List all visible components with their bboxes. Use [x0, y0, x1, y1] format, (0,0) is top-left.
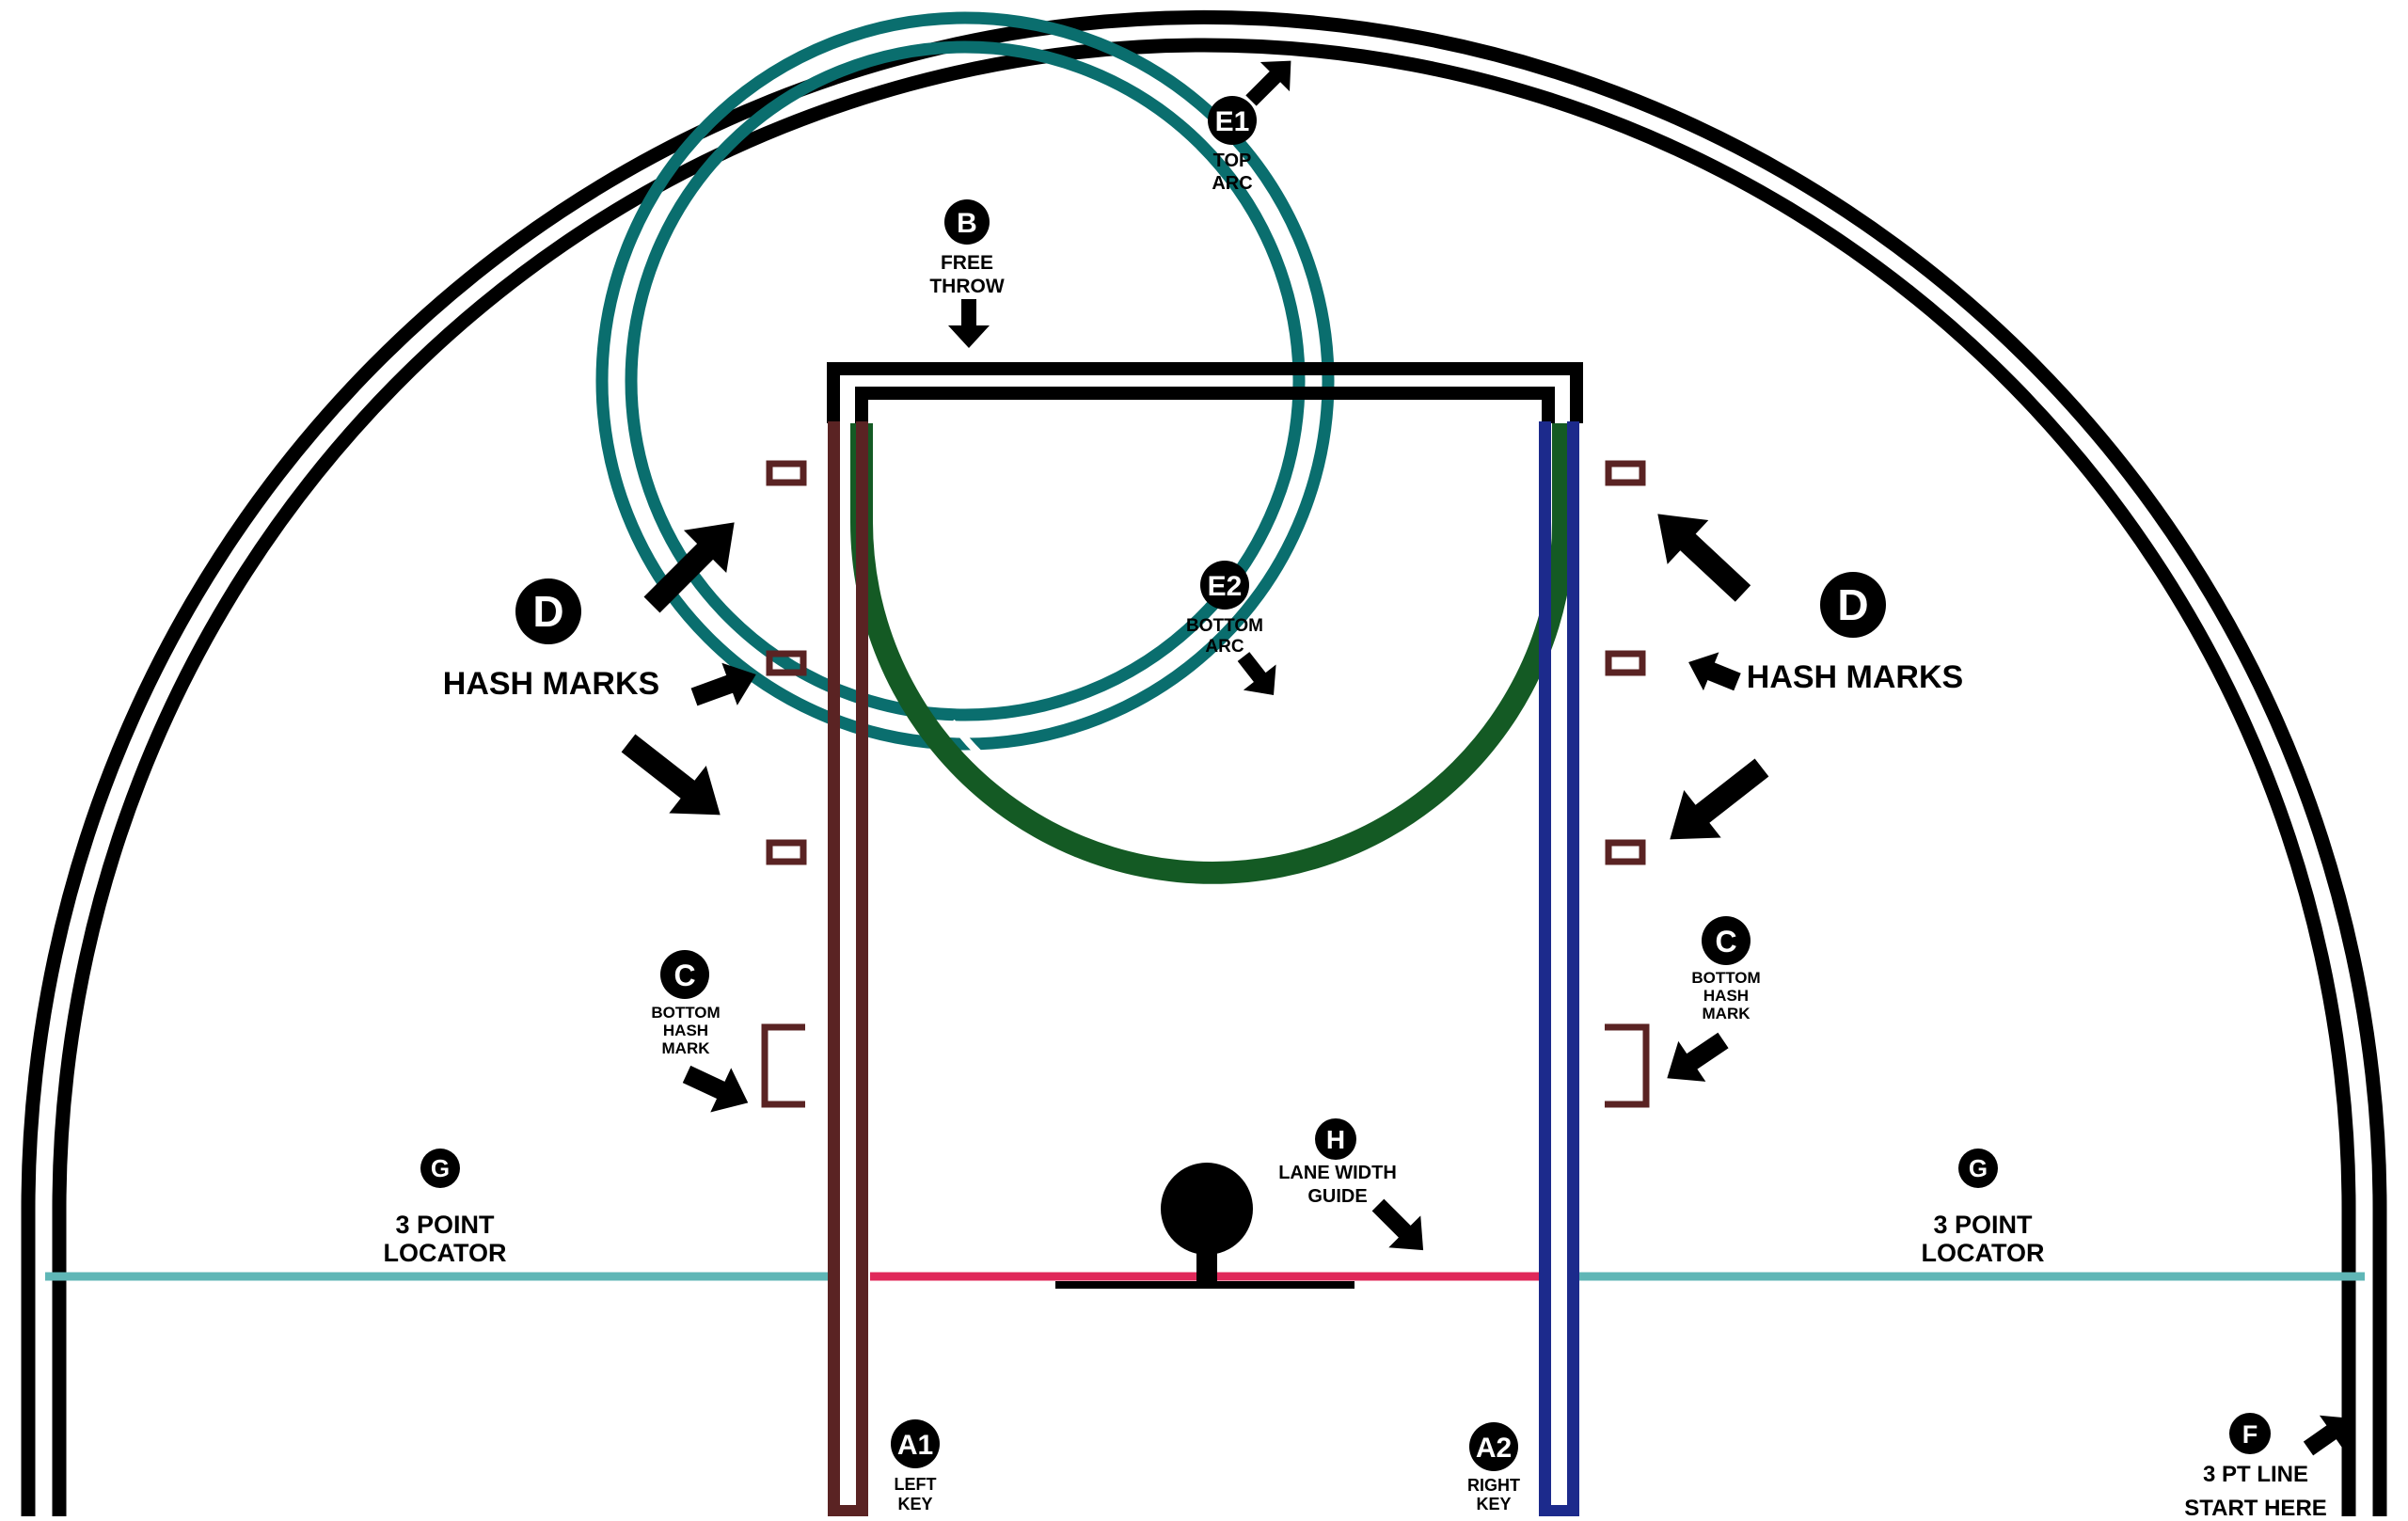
svg-text:F: F: [2242, 1420, 2258, 1449]
right-key: [1539, 421, 1579, 1516]
badge-g-right: [1958, 1149, 1998, 1188]
hash-mark-left-1: [766, 460, 807, 486]
svg-text:FREE: FREE: [941, 252, 993, 274]
bottom-hash-mark-right: [1605, 1023, 1650, 1108]
pointer-arrows: [621, 60, 2352, 1456]
label-b-free-throw: B FREE THROW: [929, 199, 1005, 297]
label-d-hash-marks-left: D HASH MARKS: [443, 578, 659, 702]
svg-text:HASH MARKS: HASH MARKS: [1747, 659, 1963, 695]
svg-text:HASH MARKS: HASH MARKS: [443, 666, 659, 702]
badge-d-right: [1820, 572, 1886, 638]
svg-text:C: C: [1715, 925, 1736, 959]
svg-text:LANE WIDTH: LANE WIDTH: [1278, 1163, 1397, 1183]
svg-text:A2: A2: [1476, 1433, 1512, 1464]
basket-and-backboard: [1055, 1163, 1354, 1289]
svg-text:G: G: [1969, 1154, 1988, 1182]
arrow-bottom-hash-left: [682, 1065, 749, 1113]
svg-text:HASH: HASH: [663, 1022, 708, 1039]
svg-text:THROW: THROW: [929, 276, 1004, 297]
arrow-hash-left-3: [621, 734, 721, 816]
label-e1-top-arc: E1 TOP ARC: [1208, 96, 1257, 194]
arrow-bottom-hash-right: [1667, 1032, 1729, 1082]
badge-b: [944, 199, 990, 245]
hash-mark-right-1: [1605, 460, 1646, 486]
badge-f: [2229, 1413, 2271, 1454]
svg-text:D: D: [1837, 580, 1868, 629]
arrow-hash-left-1: [643, 522, 735, 613]
svg-text:BOTTOM: BOTTOM: [1186, 616, 1263, 636]
svg-text:ARC: ARC: [1205, 637, 1244, 657]
hash-marks: [761, 460, 1650, 1108]
label-h-lane-width-guide: H LANE WIDTH GUIDE: [1278, 1118, 1397, 1207]
hash-mark-left-3: [766, 839, 807, 865]
arrow-hash-right-2: [1688, 652, 1741, 691]
svg-text:HASH: HASH: [1703, 987, 1749, 1005]
svg-text:GUIDE: GUIDE: [1307, 1186, 1367, 1207]
svg-text:LOCATOR: LOCATOR: [384, 1239, 507, 1267]
svg-text:RIGHT: RIGHT: [1467, 1476, 1520, 1495]
free-throw-line: [827, 362, 1583, 423]
label-a2-right-key: A2 RIGHT KEY: [1467, 1422, 1520, 1513]
arrow-free-throw: [948, 299, 990, 348]
badge-a1: [891, 1419, 940, 1468]
label-d-hash-marks-right: D HASH MARKS: [1747, 572, 1963, 695]
arrow-hash-left-2: [690, 662, 756, 706]
bottom-arc: [850, 423, 1575, 884]
svg-text:3 PT LINE: 3 PT LINE: [2203, 1462, 2308, 1487]
svg-text:G: G: [431, 1154, 450, 1182]
label-g-three-point-locator-left: G 3 POINT LOCATOR: [384, 1149, 507, 1267]
badge-c-left: [660, 950, 709, 999]
svg-text:C: C: [673, 959, 695, 992]
svg-text:A1: A1: [897, 1430, 933, 1461]
label-a1-left-key: A1 LEFT KEY: [891, 1419, 940, 1513]
arrow-lane-width: [1371, 1198, 1424, 1251]
label-f-three-pt-line-start: F 3 PT LINE START HERE: [2184, 1413, 2327, 1521]
badge-d-left: [515, 578, 581, 644]
label-c-bottom-hash-left: C BOTTOM HASH MARK: [651, 950, 721, 1057]
arrow-hash-right-1: [1657, 514, 1751, 602]
svg-text:LOCATOR: LOCATOR: [1922, 1239, 2045, 1267]
svg-text:BOTTOM: BOTTOM: [1691, 969, 1760, 987]
svg-text:MARK: MARK: [1703, 1005, 1751, 1022]
svg-text:LEFT: LEFT: [895, 1475, 937, 1494]
svg-text:BOTTOM: BOTTOM: [651, 1004, 720, 1022]
svg-text:MARK: MARK: [662, 1039, 711, 1057]
badge-g-left: [420, 1149, 460, 1188]
svg-text:D: D: [532, 587, 563, 636]
label-g-three-point-locator-right: G 3 POINT LOCATOR: [1922, 1149, 2045, 1267]
badge-c-right: [1702, 916, 1751, 965]
hash-mark-left-2: [766, 650, 807, 676]
svg-text:TOP: TOP: [1213, 151, 1252, 171]
label-c-bottom-hash-right: C BOTTOM HASH MARK: [1691, 916, 1761, 1022]
arrow-hash-right-3: [1670, 758, 1769, 840]
badge-e1: [1208, 96, 1257, 145]
svg-text:B: B: [957, 208, 977, 239]
badge-a2: [1469, 1422, 1518, 1471]
svg-text:3 POINT: 3 POINT: [395, 1211, 495, 1239]
label-e2-bottom-arc: E2 BOTTOM ARC: [1186, 561, 1263, 657]
svg-text:START HERE: START HERE: [2184, 1496, 2327, 1521]
svg-text:3 POINT: 3 POINT: [1933, 1211, 2033, 1239]
svg-text:KEY: KEY: [897, 1495, 932, 1513]
svg-text:ARC: ARC: [1212, 173, 1252, 194]
hash-mark-right-3: [1605, 839, 1646, 865]
arrow-three-pt-start: [2303, 1415, 2352, 1456]
svg-text:E1: E1: [1215, 106, 1250, 137]
svg-text:H: H: [1326, 1125, 1345, 1154]
left-key: [828, 421, 868, 1516]
badge-e2: [1200, 561, 1249, 610]
bottom-hash-mark-left: [761, 1023, 805, 1108]
svg-text:KEY: KEY: [1476, 1495, 1511, 1513]
arrow-top-arc: [1245, 60, 1291, 106]
hash-mark-right-2: [1605, 650, 1646, 676]
badge-h: [1315, 1118, 1356, 1160]
arrow-bottom-arc: [1237, 652, 1276, 695]
svg-text:E2: E2: [1208, 571, 1243, 602]
three-point-line: [21, 9, 2387, 1516]
